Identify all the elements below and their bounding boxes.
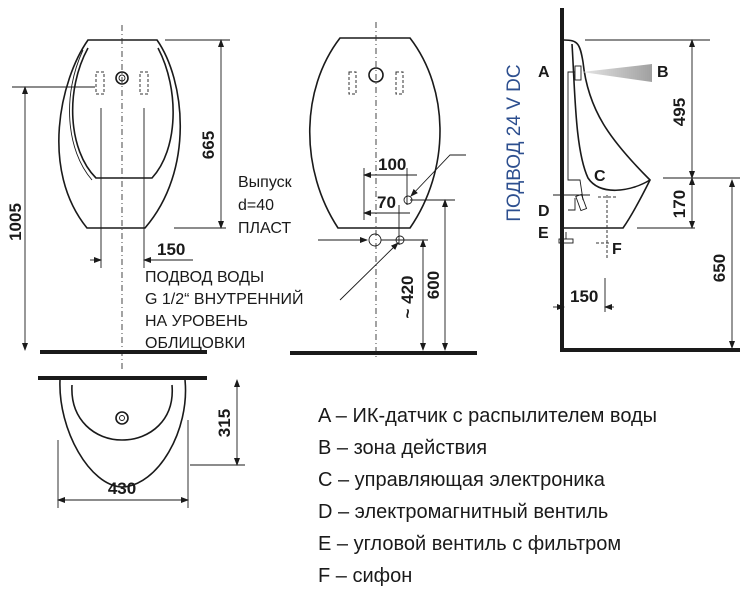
drain-icon — [115, 411, 129, 425]
outlet-note-line: d=40 — [238, 197, 274, 214]
front-outline — [58, 39, 181, 229]
dim-inlet-spacing: 150 — [157, 240, 185, 259]
supply-hole-icon — [368, 233, 382, 247]
label-f: F — [612, 241, 622, 258]
fixing-icon-right — [395, 71, 404, 95]
solenoid-valve-icon — [575, 193, 588, 212]
dim-650: 650 — [710, 254, 729, 282]
water-note-line: НА УРОВЕНЬ — [145, 313, 248, 330]
dim-height-total: 1005 — [6, 203, 25, 241]
spray-nozzle-icon — [368, 67, 384, 83]
legend-item-d: D – электромагнитный вентиль — [318, 501, 608, 523]
water-supply-note: ПОДВОД ВОДЫ G 1/2“ ВНУТРЕННИЙ НА УРОВЕНЬ… — [145, 269, 304, 352]
dim-body-height: 665 — [199, 131, 218, 159]
fixing-icon-left — [348, 71, 357, 95]
dim-420: ~ 420 — [398, 275, 417, 318]
water-note-line: G 1/2“ ВНУТРЕННИЙ — [145, 289, 304, 308]
side-view: ПОДВОД 24 V DC A B C D E F 495 170 650 1 — [504, 8, 740, 352]
legend: A – ИК-датчик с распылителем воды B – зо… — [318, 405, 657, 587]
label-e: E — [538, 225, 549, 242]
legend-item-c: C – управляющая электроника — [318, 469, 606, 491]
spray-nozzle-icon — [115, 71, 129, 85]
dim-170: 170 — [670, 190, 689, 218]
label-b: B — [657, 64, 669, 81]
fixing-icon-right — [139, 71, 149, 95]
fixing-icon-left — [95, 71, 105, 95]
dim-depth: 315 — [215, 409, 234, 437]
sensor-zone-shape — [582, 64, 652, 82]
legend-item-b: B – зона действия — [318, 437, 487, 459]
power-supply-note: ПОДВОД 24 V DC — [504, 64, 525, 221]
legend-item-a: A – ИК-датчик с распылителем воды — [318, 405, 657, 427]
dim-70: 70 — [377, 193, 396, 212]
plan-outline — [59, 379, 187, 488]
dim-100: 100 — [378, 155, 406, 174]
dim-495: 495 — [670, 98, 689, 126]
label-a: A — [538, 64, 550, 81]
water-note-line: ОБЛИЦОВКИ — [145, 335, 245, 352]
label-d: D — [538, 203, 550, 220]
dim-150-side: 150 — [570, 287, 598, 306]
legend-item-e: E – угловой вентиль с фильтром — [318, 533, 621, 555]
legend-item-f: F – сифон — [318, 565, 412, 587]
water-note-line: ПОДВОД ВОДЫ — [145, 269, 264, 286]
outlet-note-line: Выпуск — [238, 174, 293, 191]
rear-view: 100 70 ~ 420 600 — [290, 22, 477, 358]
rear-outline — [309, 37, 441, 229]
front-inner-bowl — [71, 47, 174, 179]
outlet-note: Выпуск d=40 ПЛАСТ — [238, 174, 293, 237]
sensor-icon — [574, 65, 582, 81]
dim-width: 430 — [108, 479, 136, 498]
front-view: 150 1005 665 — [6, 25, 230, 370]
urinal-side-outline — [563, 39, 651, 229]
dim-600: 600 — [424, 271, 443, 299]
outlet-note-line: ПЛАСТ — [238, 220, 291, 237]
label-c: C — [594, 168, 606, 185]
plan-view: 315 430 — [38, 376, 245, 508]
